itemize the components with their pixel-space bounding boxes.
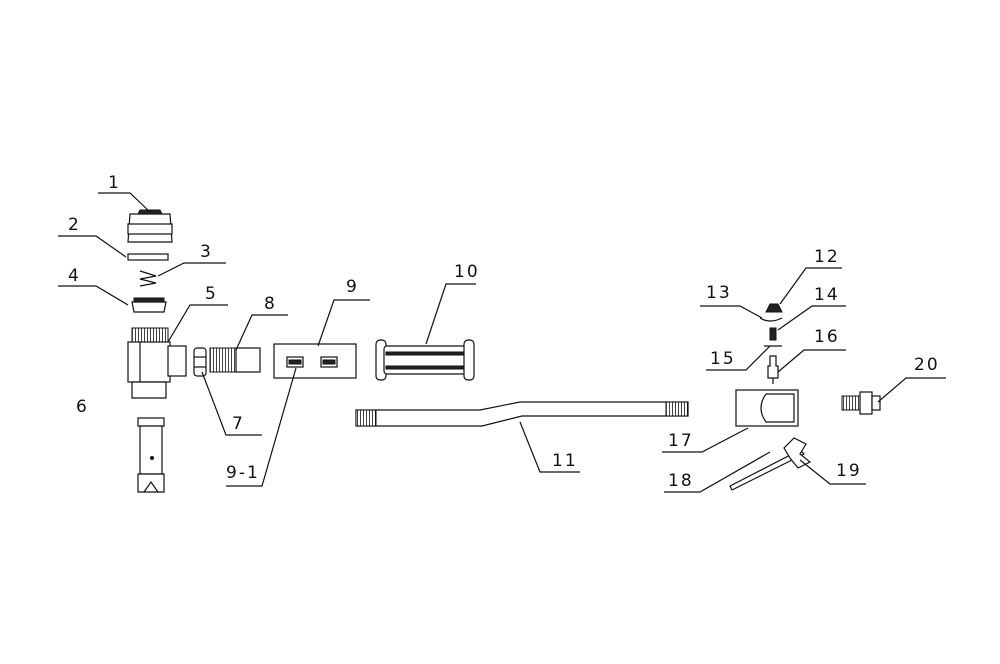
label-part-1: 1: [108, 173, 121, 193]
label-part-5: 5: [205, 284, 218, 304]
part-16-needle: [767, 355, 779, 384]
part-9-coupler: [273, 343, 357, 379]
part-18-blade: [729, 449, 806, 491]
part-14-pin: [769, 327, 777, 341]
label-part-10: 10: [454, 262, 480, 282]
label-part-18: 18: [668, 471, 694, 491]
label-part-20: 20: [914, 355, 940, 375]
part-20-quick-connector: [841, 391, 881, 415]
label-part-4: 4: [68, 266, 81, 286]
part-2-washer: [127, 253, 169, 261]
label-part-17: 17: [668, 431, 694, 451]
part-6-plunger: [137, 417, 165, 493]
part-5-valve-body: [127, 327, 187, 399]
label-part-14: 14: [814, 285, 840, 305]
part-13-washer: [759, 317, 783, 322]
part-3-spring: [139, 270, 157, 287]
label-part-11: 11: [552, 451, 578, 471]
label-part-3: 3: [200, 242, 213, 262]
part-1-cap: [127, 209, 173, 243]
part-12-screw: [765, 303, 783, 313]
part-8-threaded-pipe: [209, 347, 261, 373]
part-10-handle-grip: [375, 339, 475, 381]
label-part-9-1: 9-1: [226, 463, 260, 483]
leader-lines: [58, 192, 946, 493]
part-7-nut: [193, 347, 207, 377]
label-part-2: 2: [68, 215, 81, 235]
part-11-lance-tube: [355, 401, 689, 427]
label-part-8: 8: [264, 294, 277, 314]
label-part-7: 7: [232, 414, 245, 434]
label-part-12: 12: [814, 247, 840, 267]
label-part-9: 9: [346, 277, 359, 297]
label-part-16: 16: [814, 327, 840, 347]
part-19-wrench: [783, 437, 812, 469]
part-4-seat: [131, 297, 167, 313]
label-part-6: 6: [76, 397, 89, 417]
part-17-nozzle-body: [735, 389, 799, 427]
label-part-13: 13: [706, 283, 732, 303]
label-part-19: 19: [836, 461, 862, 481]
label-part-15: 15: [710, 349, 736, 369]
